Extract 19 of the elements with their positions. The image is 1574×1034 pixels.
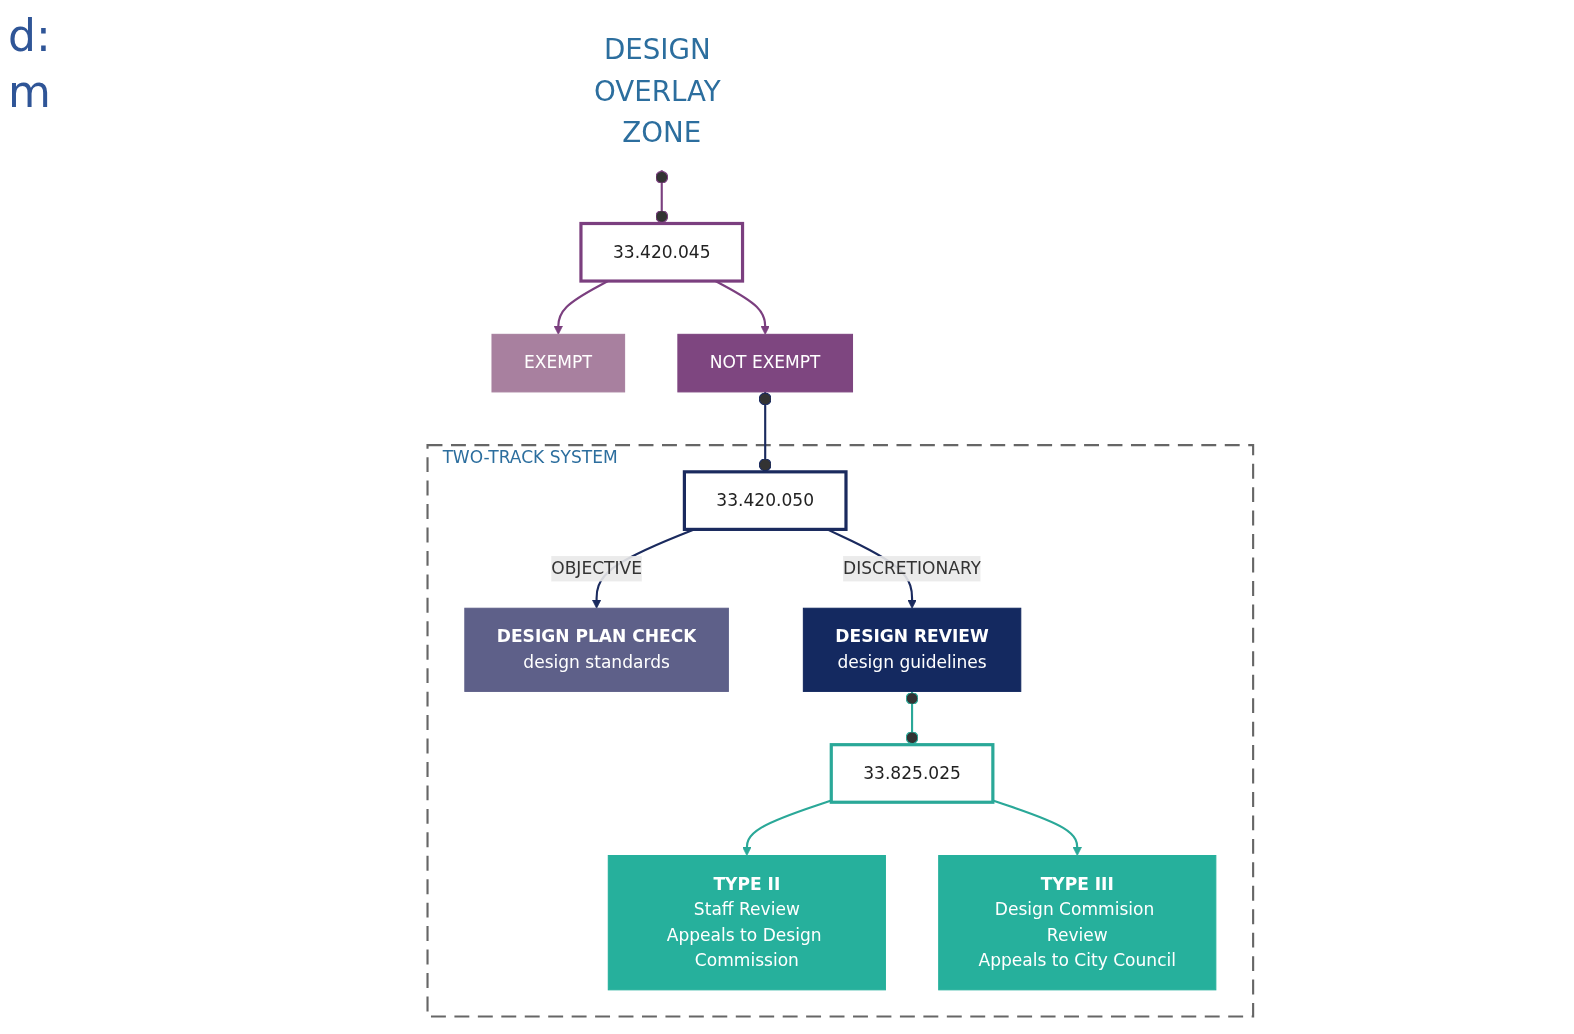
connector [758, 391, 772, 472]
arrow [992, 799, 1082, 856]
node-box: 33.420.045 [579, 221, 744, 283]
node-box: 33.420.050 [682, 470, 848, 531]
node-text: DESIGN OVERLAY ZONE [593, 33, 721, 149]
heading-fragment: m [8, 65, 51, 119]
heading-fragment: d: [8, 9, 51, 63]
connector [654, 170, 668, 224]
node-box: EXEMPT [491, 333, 625, 393]
node-box: TYPE III Design Commision Review Appeals to City Council [937, 855, 1217, 991]
node-box: TYPE II Staff Review Appeals to Design Commission [607, 855, 886, 991]
connector [905, 691, 919, 745]
node-box: DESIGN REVIEW design guidelines [802, 607, 1021, 692]
node-box: DESIGN PLAN CHECK design standards [463, 607, 729, 692]
edge-label: DISCRETIONARY [842, 558, 981, 579]
arrow [741, 799, 832, 856]
node-box: NOT EXEMPT [677, 333, 853, 393]
edge-label: OBJECTIVE [550, 558, 642, 579]
node-box: 33.825.025 [829, 743, 995, 804]
